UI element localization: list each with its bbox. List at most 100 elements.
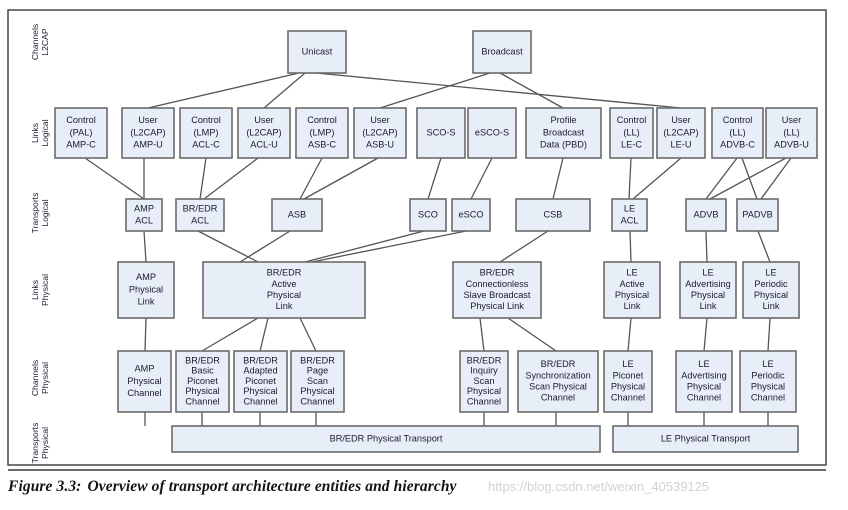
box-csb[interactable]: CSB <box>515 198 591 232</box>
box-sco[interactable]: SCO <box>409 198 447 232</box>
box-rect-user-l2cap-le-u[interactable] <box>656 107 706 159</box>
box-control-lmp-acl-c[interactable]: Control(LMP)ACL-C <box>179 107 233 159</box>
box-rect-esco-s[interactable] <box>467 107 517 159</box>
box-rect-br-edr-inquiry-scan-physical-channel[interactable] <box>459 350 509 413</box>
box-rect-amp-physical-link[interactable] <box>117 261 175 319</box>
connector-asb-u-to-asb <box>303 157 379 200</box>
box-rect-profile-broadcast-data-pbd[interactable] <box>525 107 602 159</box>
box-rect-sco-s[interactable] <box>416 107 466 159</box>
box-rect-control-lmp-acl-c[interactable] <box>179 107 233 159</box>
box-label-user-l2cap-le-u-line2: (L2CAP) <box>663 127 698 137</box>
box-rect-br-edr-acl[interactable] <box>175 198 225 232</box>
box-rect-user-l2cap-amp-u[interactable] <box>121 107 175 159</box>
box-rect-advb[interactable] <box>685 198 727 232</box>
box-user-l2cap-acl-u[interactable]: User(L2CAP)ACL-U <box>237 107 291 159</box>
box-label-le-periodic-physical-channel-line4: Channel <box>751 393 785 403</box>
box-label-br-edr-inquiry-scan-physical-channel-line5: Channel <box>467 397 501 407</box>
box-le-physical-transport[interactable]: LE Physical Transport <box>612 425 799 453</box>
box-rect-br-edr-synchronization-scan-physical-channel[interactable] <box>517 350 599 413</box>
box-rect-br-edr-active-physical-link[interactable] <box>202 261 366 319</box>
box-rect-le-advertising-physical-link[interactable] <box>679 261 737 319</box>
box-label-broadcast-line1: Broadcast <box>481 46 523 56</box>
box-rect-control-lmp-asb-c[interactable] <box>295 107 349 159</box>
box-rect-asb[interactable] <box>271 198 323 232</box>
box-rect-padvb[interactable] <box>736 198 779 232</box>
connector-broadcast-to-pbd <box>499 72 564 109</box>
box-rect-csb[interactable] <box>515 198 591 232</box>
box-label-sco-s-line1: SCO-S <box>426 127 455 137</box>
box-rect-le-physical-transport[interactable] <box>612 425 799 453</box>
box-rect-broadcast[interactable] <box>472 30 532 74</box>
box-rect-control-ll-le-c[interactable] <box>609 107 654 159</box>
box-user-ll-advb-u[interactable]: User(LL)ADVB-U <box>765 107 818 159</box>
box-label-amp-physical-link-line3: Link <box>138 297 155 307</box>
box-rect-user-l2cap-acl-u[interactable] <box>237 107 291 159</box>
box-control-ll-le-c[interactable]: Control(LL)LE-C <box>609 107 654 159</box>
box-rect-amp-physical-channel[interactable] <box>117 350 172 413</box>
box-control-pal-amp-c[interactable]: Control(PAL)AMP-C <box>54 107 108 159</box>
box-broadcast[interactable]: Broadcast <box>472 30 532 74</box>
box-rect-unicast[interactable] <box>287 30 347 74</box>
box-rect-le-piconet-physical-channel[interactable] <box>603 350 653 413</box>
box-rect-br-edr-physical-transport[interactable] <box>171 425 601 453</box>
box-rect-le-active-physical-link[interactable] <box>603 261 661 319</box>
box-control-lmp-asb-c[interactable]: Control(LMP)ASB-C <box>295 107 349 159</box>
box-rect-br-edr-connectionless-slave-broadcast-physical-link[interactable] <box>452 261 542 319</box>
box-user-l2cap-asb-u[interactable]: User(L2CAP)ASB-U <box>353 107 407 159</box>
box-asb[interactable]: ASB <box>271 198 323 232</box>
row-label-physical-channels-line1: Physical <box>40 362 50 394</box>
box-rect-br-edr-page-scan-physical-channel[interactable] <box>290 350 345 413</box>
box-label-sco-line1: SCO <box>418 209 438 219</box>
box-unicast[interactable]: Unicast <box>287 30 347 74</box>
row-label-l2cap-channels-line2: Channels <box>30 24 40 60</box>
box-rect-amp-acl[interactable] <box>125 198 163 232</box>
box-rect-le-periodic-physical-channel[interactable] <box>739 350 797 413</box>
box-rect-br-edr-basic-piconet-physical-channel[interactable] <box>175 350 230 413</box>
box-label-br-edr-synchronization-scan-physical-channel-line2: Synchronization <box>525 370 590 380</box>
box-rect-control-ll-advb-c[interactable] <box>711 107 764 159</box>
box-rect-control-pal-amp-c[interactable] <box>54 107 108 159</box>
box-rect-esco[interactable] <box>451 198 491 232</box>
connector-csb-to-cslb-link <box>499 230 549 263</box>
box-padvb[interactable]: PADVB <box>736 198 779 232</box>
box-br-edr-physical-transport[interactable]: BR/EDR Physical Transport <box>171 425 601 453</box>
box-rect-sco[interactable] <box>409 198 447 232</box>
box-label-br-edr-connectionless-slave-broadcast-physical-link-line1: BR/EDR <box>480 268 515 278</box>
connector-esco-s-to-esco <box>470 157 493 200</box>
box-user-l2cap-le-u[interactable]: User(L2CAP)LE-U <box>656 107 706 159</box>
box-rect-le-acl[interactable] <box>611 198 648 232</box>
diagram-frame <box>7 9 827 466</box>
box-rect-br-edr-adapted-piconet-physical-channel[interactable] <box>233 350 288 413</box>
box-user-l2cap-amp-u[interactable]: User(L2CAP)AMP-U <box>121 107 175 159</box>
box-sco-s[interactable]: SCO-S <box>416 107 466 159</box>
box-rect-user-l2cap-asb-u[interactable] <box>353 107 407 159</box>
box-rect-le-periodic-physical-link[interactable] <box>742 261 800 319</box>
box-esco[interactable]: eSCO <box>451 198 491 232</box>
box-rect-user-ll-advb-u[interactable] <box>765 107 818 159</box>
connector-active-link-to-adapted-piconet <box>259 317 269 352</box>
box-esco-s[interactable]: eSCO-S <box>467 107 517 159</box>
box-control-ll-advb-c[interactable]: Control(LL)ADVB-C <box>711 107 764 159</box>
box-advb[interactable]: ADVB <box>685 198 727 232</box>
box-rect-le-advertising-physical-channel[interactable] <box>675 350 733 413</box>
